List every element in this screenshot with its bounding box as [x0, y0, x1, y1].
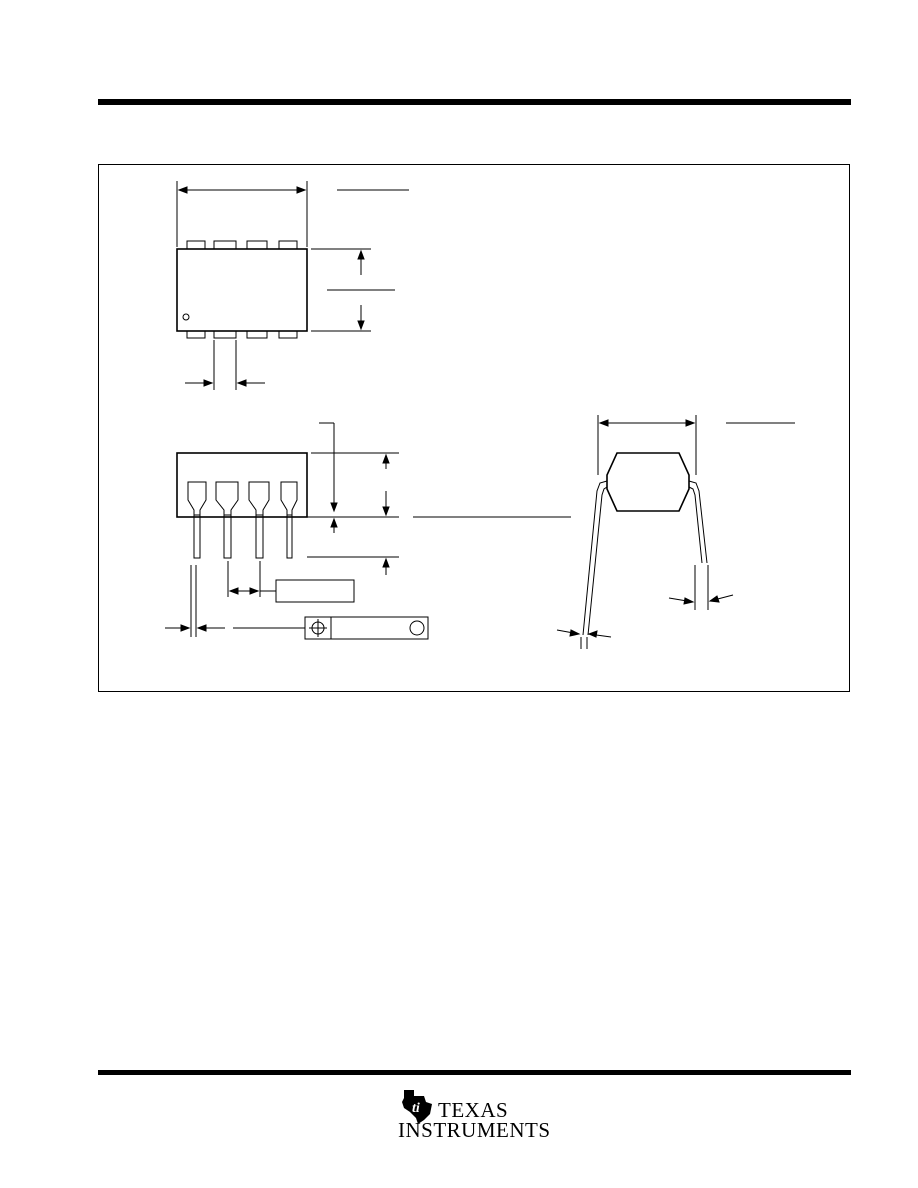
- package-outline-drawing: [165, 181, 795, 649]
- header-rule: [98, 99, 851, 105]
- texas-instruments-logo: ti TEXAS INSTRUMENTS: [396, 1084, 556, 1142]
- logo-text-instruments: INSTRUMENTS: [398, 1118, 551, 1142]
- top-view: [176, 181, 409, 390]
- end-view: [556, 415, 795, 649]
- package-drawing-frame: [98, 164, 850, 692]
- ti-state-logo-icon: ti: [402, 1090, 432, 1124]
- side-view: [165, 422, 571, 640]
- logo-text-texas: TEXAS: [438, 1098, 509, 1122]
- svg-text:ti: ti: [412, 1101, 420, 1116]
- footer-rule: [98, 1070, 851, 1075]
